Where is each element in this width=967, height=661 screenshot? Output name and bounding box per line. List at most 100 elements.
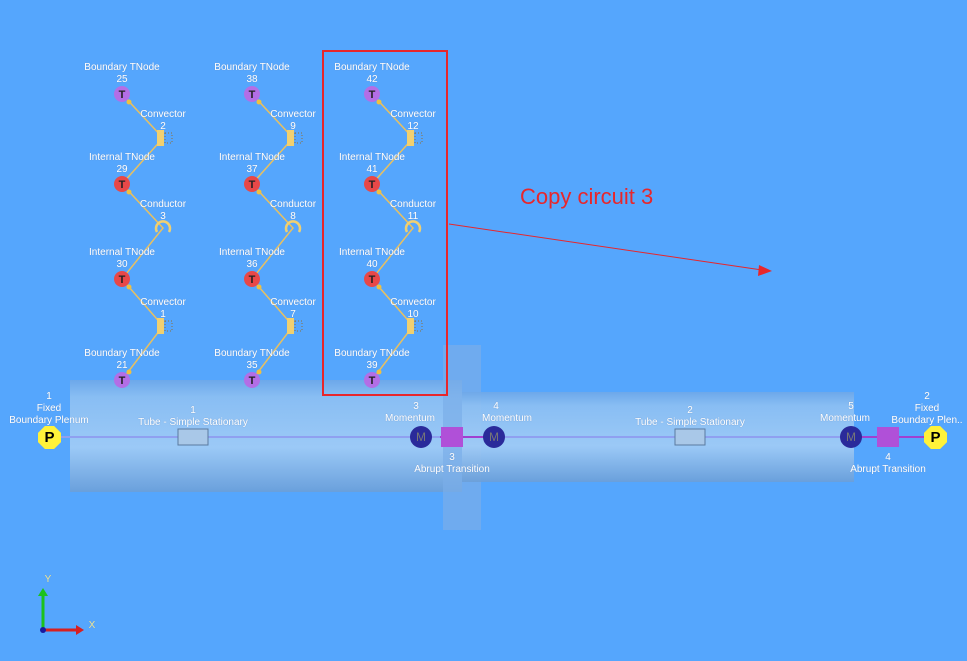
tnode-icon[interactable] bbox=[244, 372, 260, 388]
tnode-type-label: Internal TNode bbox=[339, 247, 405, 258]
plenum-1-label-type: Fixed bbox=[36, 403, 62, 414]
tnode-icon[interactable] bbox=[244, 86, 260, 102]
tnode-icon[interactable] bbox=[364, 86, 380, 102]
origin-icon bbox=[40, 627, 46, 633]
momentum-3-id: 3 bbox=[413, 401, 419, 412]
link-id-label: 8 bbox=[290, 211, 296, 222]
abrupt-4-id: 4 bbox=[885, 452, 891, 463]
tnode-id-label: 40 bbox=[366, 259, 378, 270]
tnode-id-label: 42 bbox=[366, 74, 378, 85]
tnode-id-label: 30 bbox=[116, 259, 128, 270]
conductor-icon[interactable] bbox=[284, 220, 302, 233]
tnode-glyph: T bbox=[249, 89, 256, 101]
link-type-label: Convector bbox=[390, 297, 436, 308]
convector-icon[interactable] bbox=[287, 130, 294, 146]
tnode-type-label: Internal TNode bbox=[339, 152, 405, 163]
tnode-id-label: 21 bbox=[116, 360, 128, 371]
momentum-5-id: 5 bbox=[848, 401, 854, 412]
circuit-wire bbox=[121, 183, 164, 280]
tnode-icon[interactable] bbox=[114, 176, 130, 192]
convector-fins-icon bbox=[414, 132, 423, 144]
tnode-icon[interactable] bbox=[114, 86, 130, 102]
tnode-id-label: 25 bbox=[116, 74, 128, 85]
tnode-icon[interactable] bbox=[114, 271, 130, 287]
momentum-4-id: 4 bbox=[493, 401, 499, 412]
link-id-label: 3 bbox=[160, 211, 166, 222]
link-id-label: 2 bbox=[160, 121, 166, 132]
circuit-wire bbox=[371, 278, 414, 381]
tnode-glyph: T bbox=[119, 274, 126, 286]
tnode-type-label: Boundary TNode bbox=[214, 348, 290, 359]
tnode-glyph: T bbox=[369, 274, 376, 286]
port-icon bbox=[126, 369, 132, 375]
link-type-label: Conductor bbox=[139, 199, 187, 210]
annotation-text: Copy circuit 3 bbox=[520, 184, 654, 209]
tube-2-icon[interactable] bbox=[674, 428, 706, 446]
convector-fins-icon bbox=[294, 320, 303, 332]
tnode-icon[interactable] bbox=[364, 271, 380, 287]
plenum-1-icon[interactable]: P bbox=[38, 426, 61, 449]
link-type-label: Convector bbox=[140, 109, 186, 120]
tnode-glyph: T bbox=[119, 179, 126, 191]
plenum-2-label-type: Fixed bbox=[914, 403, 940, 414]
abrupt-4-type: Abrupt Transition bbox=[850, 464, 926, 475]
port-icon bbox=[256, 189, 262, 195]
tnode-glyph: T bbox=[369, 375, 376, 387]
momentum-4-icon[interactable]: M bbox=[483, 426, 505, 448]
circuit-wire bbox=[371, 183, 414, 280]
tnode-id-label: 41 bbox=[366, 164, 378, 175]
conductor-icon[interactable] bbox=[154, 220, 172, 233]
port-icon bbox=[126, 284, 132, 290]
abrupt-transition-3-icon[interactable] bbox=[441, 427, 463, 447]
convector-icon[interactable] bbox=[157, 130, 164, 146]
tnode-id-label: 29 bbox=[116, 164, 128, 175]
tnode-icon[interactable] bbox=[364, 372, 380, 388]
convector-icon[interactable] bbox=[407, 318, 414, 334]
convector-icon[interactable] bbox=[157, 318, 164, 334]
tnode-icon[interactable] bbox=[114, 372, 130, 388]
tnode-glyph: T bbox=[369, 89, 376, 101]
plenum-1-label-id: 1 bbox=[46, 391, 52, 402]
momentum-5-icon[interactable]: M bbox=[840, 426, 862, 448]
abrupt-transition-4-icon[interactable] bbox=[877, 427, 899, 447]
convector-fins-icon bbox=[414, 320, 423, 332]
tnode-id-label: 36 bbox=[246, 259, 258, 270]
link-id-label: 1 bbox=[160, 309, 166, 320]
port-icon bbox=[126, 189, 132, 195]
tube-1-icon[interactable] bbox=[177, 428, 209, 446]
tnode-icon[interactable] bbox=[244, 271, 260, 287]
selection-rectangle bbox=[322, 50, 448, 396]
momentum-3-icon[interactable]: M bbox=[410, 426, 432, 448]
plenum-2-icon[interactable]: P bbox=[924, 426, 947, 449]
tnode-id-label: 39 bbox=[366, 360, 378, 371]
tnode-type-label: Boundary TNode bbox=[334, 62, 410, 73]
tnode-glyph: T bbox=[119, 89, 126, 101]
link-type-label: Convector bbox=[140, 297, 186, 308]
conductor-icon[interactable] bbox=[404, 220, 422, 233]
link-id-label: 9 bbox=[290, 121, 296, 132]
port-icon bbox=[376, 284, 382, 290]
tnode-glyph: T bbox=[249, 179, 256, 191]
tube-2-label-type: Tube - Simple Stationary bbox=[635, 417, 745, 428]
tnode-type-label: Boundary TNode bbox=[84, 62, 160, 73]
tnode-type-label: Internal TNode bbox=[219, 247, 285, 258]
y-axis-label: Y bbox=[44, 574, 52, 585]
convector-icon[interactable] bbox=[287, 318, 294, 334]
circuit-wire bbox=[121, 93, 165, 185]
tnode-icon[interactable] bbox=[364, 176, 380, 192]
tnode-id-label: 38 bbox=[246, 74, 258, 85]
momentum-5-type: Momentum bbox=[819, 413, 871, 424]
port-icon bbox=[376, 189, 382, 195]
link-type-label: Conductor bbox=[389, 199, 437, 210]
tnode-icon[interactable] bbox=[244, 176, 260, 192]
y-arrowhead bbox=[38, 588, 48, 596]
circuit-wire bbox=[251, 278, 294, 381]
port-icon bbox=[376, 369, 382, 375]
tnode-glyph: T bbox=[249, 375, 256, 387]
convector-icon[interactable] bbox=[407, 130, 414, 146]
tube-1-label-type: Tube - Simple Stationary bbox=[138, 417, 248, 428]
circuit-wire bbox=[121, 278, 164, 381]
convector-fins-icon bbox=[294, 132, 303, 144]
annotation-arrowhead bbox=[758, 265, 772, 276]
